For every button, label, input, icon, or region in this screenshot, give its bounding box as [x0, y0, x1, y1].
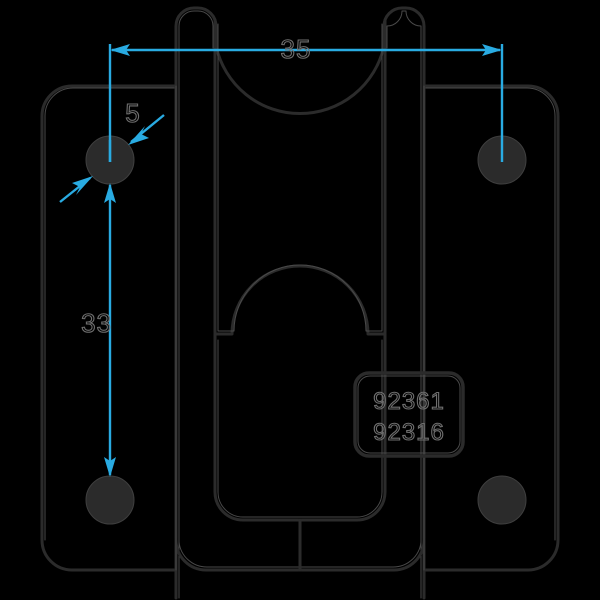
holes-group — [85, 135, 527, 525]
dimension-width-35: 35 — [108, 33, 504, 162]
center-body-outline — [174, 6, 426, 600]
left-wing-highlight — [44, 87, 177, 541]
arrow-up-icon — [104, 183, 116, 203]
dimension-height-33: 33 — [81, 183, 116, 477]
part-number-line-1: 92361 — [373, 388, 445, 415]
dim-label-33: 33 — [81, 308, 112, 338]
right-wing-outline — [422, 84, 560, 572]
dim-label-5: 5 — [125, 98, 140, 128]
arrow-up-right-icon — [72, 176, 93, 195]
left-wing-outline — [40, 84, 178, 572]
part-label-box-inner — [357, 375, 461, 454]
inner-slot-highlight — [217, 23, 383, 332]
center-body-highlight — [178, 10, 214, 599]
arrow-right-icon — [482, 44, 502, 56]
part-number-line-2: 92316 — [373, 419, 445, 446]
dim-label-35: 35 — [281, 34, 312, 64]
inner-pocket-outline — [213, 332, 387, 522]
arrow-left-icon — [110, 44, 130, 56]
part-outline-group — [40, 6, 560, 600]
right-wing-highlight — [423, 87, 556, 541]
inner-pocket-highlight — [217, 339, 383, 518]
hole-bottom-right — [477, 475, 527, 525]
dimension-hole-5: 5 — [59, 97, 165, 203]
part-label-group: 92361 92316 — [353, 371, 465, 458]
center-body-highlight-right — [386, 10, 422, 599]
inner-slot-outline — [213, 18, 387, 336]
hole-bottom-left — [85, 475, 135, 525]
part-label-box — [353, 371, 465, 458]
arrow-down-left-icon — [128, 126, 149, 145]
arrow-down-icon — [104, 457, 116, 477]
